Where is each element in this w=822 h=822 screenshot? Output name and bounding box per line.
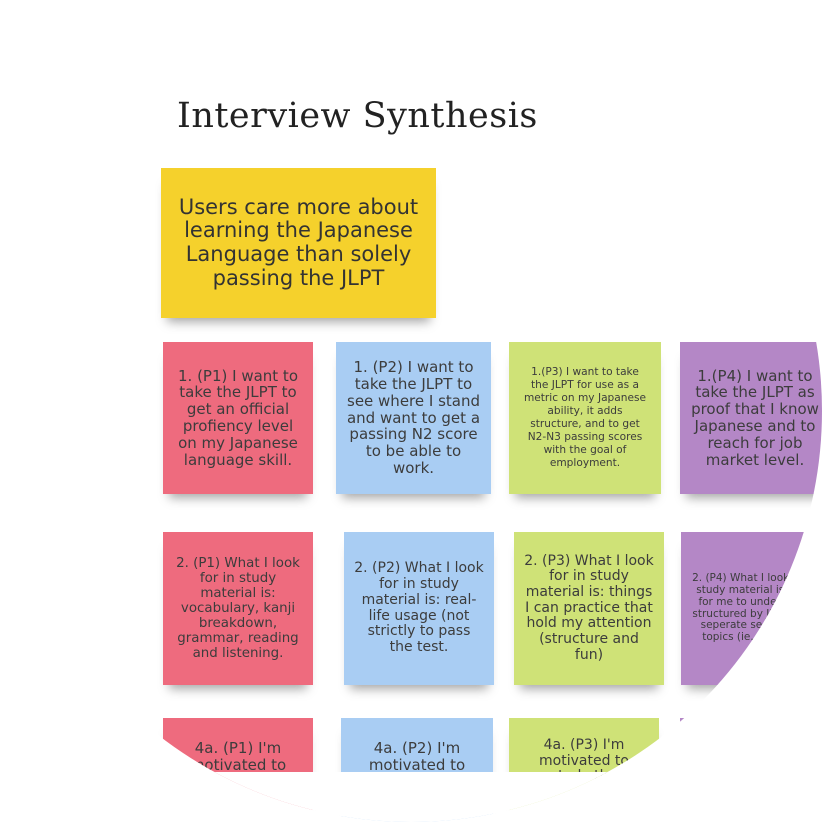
board-title: Interview Synthesis (177, 96, 538, 136)
sticky-p4-q4a[interactable] (680, 718, 822, 822)
sticky-p3-q1[interactable]: 1.(P3) I want to take the JLPT for use a… (509, 342, 661, 494)
sticky-text: 1. (P1) I want to take the JLPT to get a… (177, 366, 298, 469)
sticky-text: 2. (P2) What I look for in study materia… (354, 560, 484, 655)
sticky-text: 1.(P3) I want to take the JLPT for use a… (523, 366, 647, 469)
sticky-p1-q4a[interactable]: 4a. (P1) I'm motivated to (163, 718, 313, 822)
sticky-p3-q2[interactable]: 2. (P3) What I look for in study materia… (514, 532, 664, 685)
sticky-p1-q2[interactable]: 2. (P1) What I look for in study materia… (163, 532, 313, 685)
viewport-bottom-mask (0, 772, 822, 822)
sticky-text: 4a. (P1) I'm motivated to (189, 739, 287, 774)
insight-text: Users care more about learning the Japan… (178, 194, 419, 290)
sticky-p3-q4a[interactable]: 4a. (P3) I'm motivated to study the (509, 718, 659, 822)
sticky-text: 4a. (P2) I'm motivated to (368, 739, 466, 774)
sticky-p4-q1[interactable]: 1.(P4) I want to take the JLPT as proof … (680, 342, 822, 494)
sticky-text: 2. (P1) What I look for in study materia… (176, 556, 300, 661)
sticky-text: 1.(P4) I want to take the JLPT as proof … (691, 366, 819, 469)
sticky-p2-q2[interactable]: 2. (P2) What I look for in study materia… (344, 532, 494, 685)
sticky-p2-q1[interactable]: 1. (P2) I want to take the JLPT to see w… (336, 342, 491, 494)
insight-sticky[interactable]: Users care more about learning the Japan… (161, 168, 436, 318)
sticky-text: 2. (P3) What I look for in study materia… (524, 552, 654, 663)
sticky-text: 1. (P2) I want to take the JLPT to see w… (346, 358, 481, 477)
sticky-p1-q1[interactable]: 1. (P1) I want to take the JLPT to get a… (163, 342, 313, 494)
sticky-p4-q2[interactable]: 2. (P4) What I look for in study materia… (681, 532, 822, 685)
sticky-text: 2. (P4) What I look for in study materia… (692, 572, 820, 643)
